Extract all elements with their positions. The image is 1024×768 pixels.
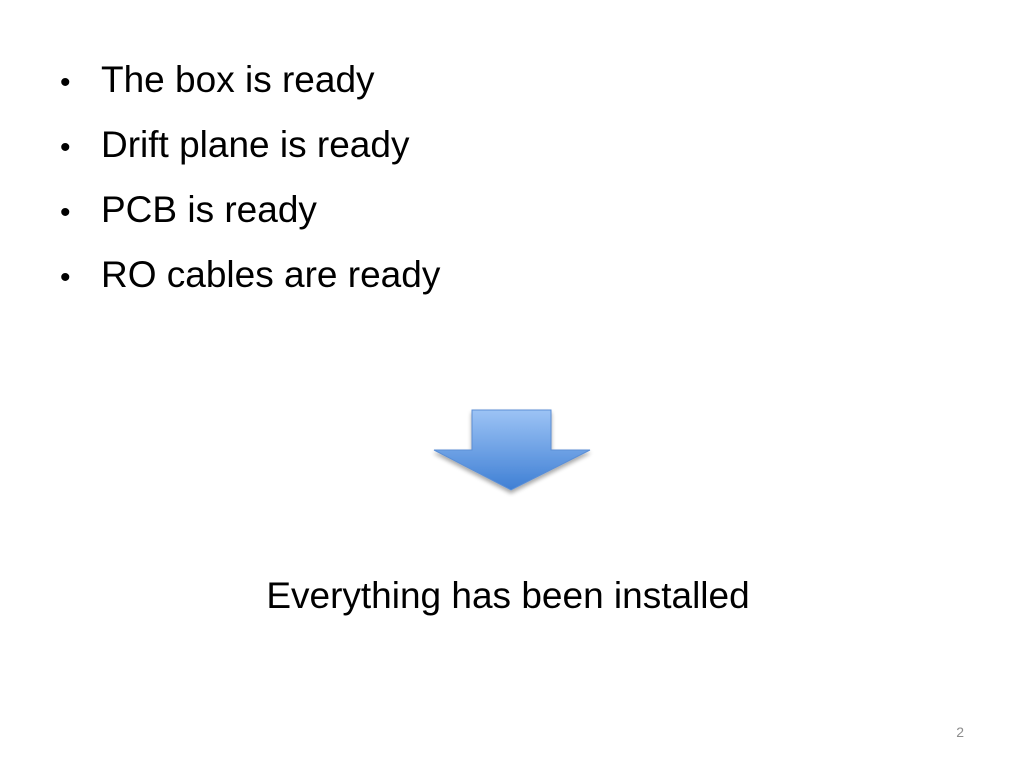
bullet-item: • PCB is ready: [60, 186, 440, 251]
bullet-list: • The box is ready • Drift plane is read…: [60, 56, 440, 316]
bullet-text: PCB is ready: [101, 189, 317, 230]
bullet-glyph: •: [60, 131, 71, 164]
bullet-item: • RO cables are ready: [60, 251, 440, 316]
down-arrow-icon: [430, 407, 594, 497]
bullet-glyph: •: [60, 66, 71, 99]
bullet-text: Drift plane is ready: [101, 124, 410, 165]
page-number: 2: [956, 724, 964, 740]
conclusion-text: Everything has been installed: [266, 575, 750, 616]
bullet-text: RO cables are ready: [101, 254, 441, 295]
bullet-item: • The box is ready: [60, 56, 440, 121]
bullet-item: • Drift plane is ready: [60, 121, 440, 186]
bullet-glyph: •: [60, 196, 71, 229]
bullet-text: The box is ready: [101, 59, 375, 100]
down-arrow-shape: [433, 409, 591, 491]
bullet-glyph: •: [60, 261, 71, 294]
